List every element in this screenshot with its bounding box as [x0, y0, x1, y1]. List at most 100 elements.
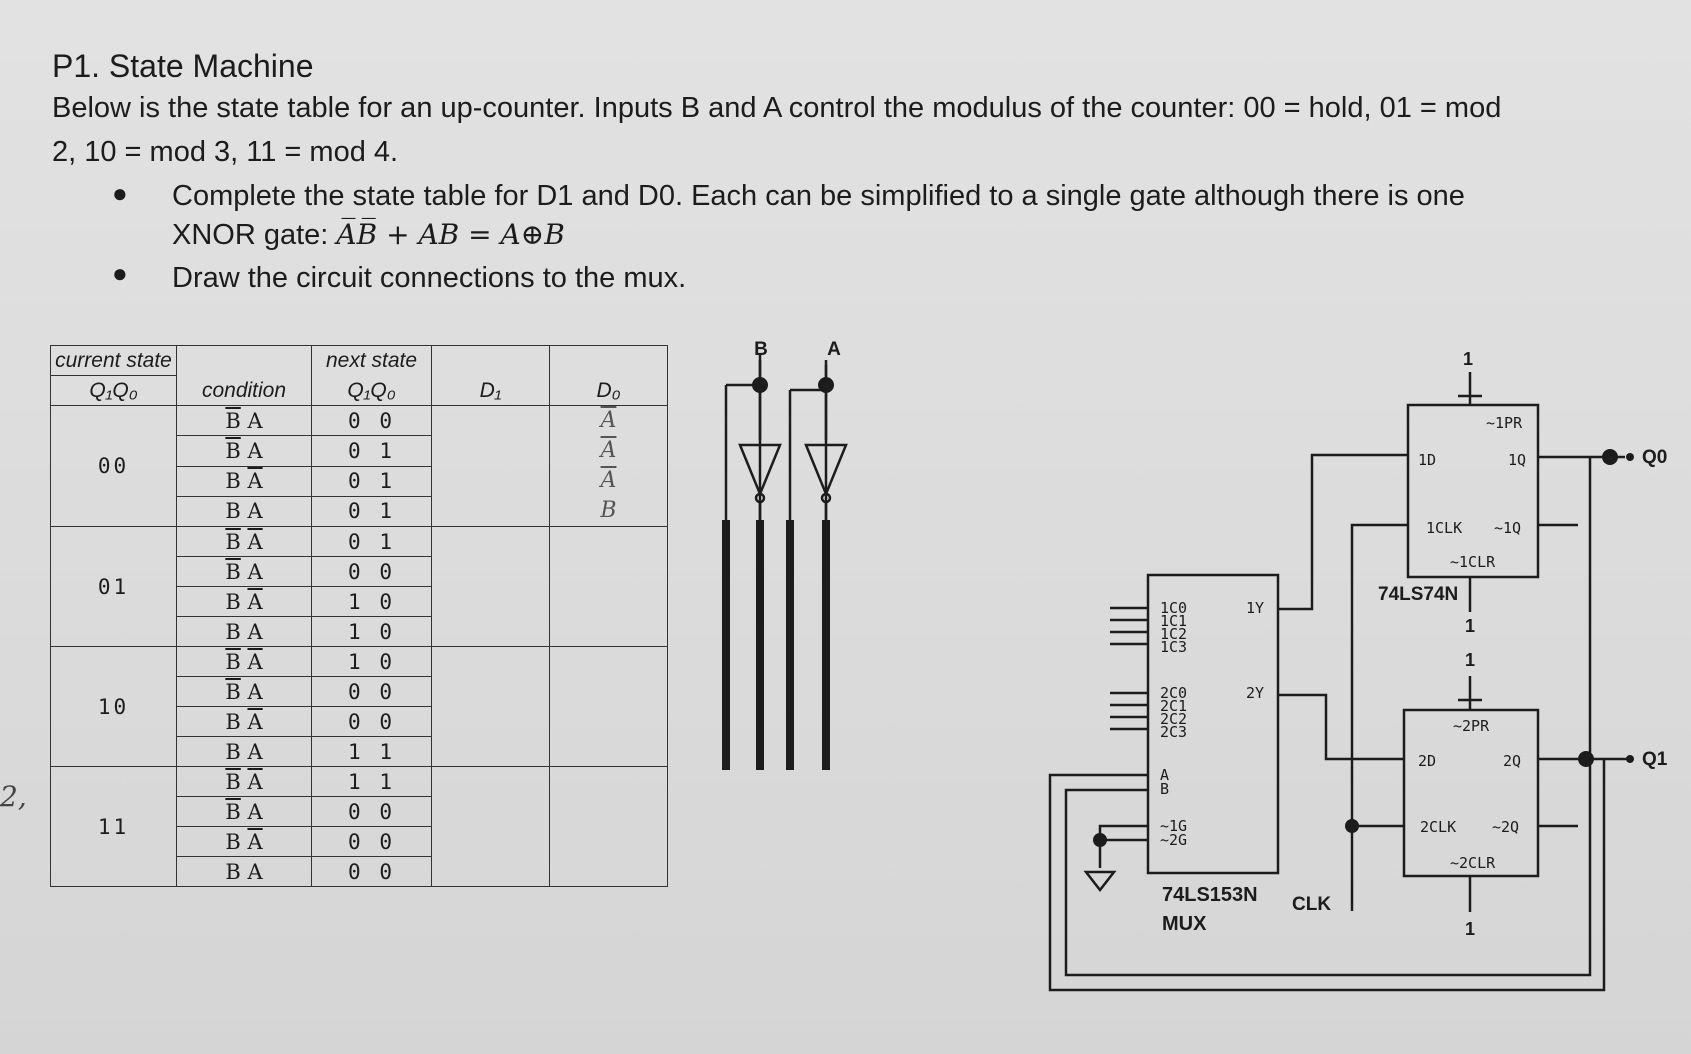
mux-chip — [1146, 573, 1280, 875]
next-state-cell: 1 0 — [311, 616, 432, 647]
clock-junction-icon — [1345, 819, 1359, 833]
condition-a: A — [247, 859, 263, 884]
condition-cell: B A — [176, 736, 312, 767]
inverter-a-icon — [804, 443, 848, 498]
input-b-label: B — [754, 339, 768, 360]
inverter-b-icon — [738, 443, 782, 498]
bullet-1-line2: XNOR gate: A̅B̅ + AB = A⊕B — [172, 218, 565, 252]
condition-b: B — [225, 709, 241, 734]
mux-pin-1c0: 1C0 — [1160, 599, 1187, 617]
condition-b: B — [225, 679, 241, 704]
condition-a: A — [247, 799, 263, 824]
wire-q0-feedback — [1064, 457, 1592, 977]
condition-b: B — [225, 859, 241, 884]
mux-pin-b: B — [1160, 780, 1169, 798]
mux-pin-1g: ~1G — [1160, 817, 1187, 835]
condition-cell: B A — [176, 586, 312, 617]
problem-description-line1: Below is the state table for an up-count… — [52, 92, 1502, 124]
condition-a: A — [247, 769, 263, 794]
condition-a: A — [247, 559, 263, 584]
q0-node-icon — [1602, 449, 1618, 465]
current-state-cell: 00 — [50, 405, 177, 527]
output-q0-label: Q0 — [1642, 447, 1667, 468]
d0-handwritten-entry: A — [600, 408, 617, 433]
current-state-cell: 11 — [50, 766, 177, 887]
bullet-2-text: Draw the circuit connections to the mux. — [172, 262, 687, 294]
condition-b: B — [225, 438, 241, 463]
condition-b: B — [225, 559, 241, 584]
ff2-clr: ~2CLR — [1450, 854, 1496, 872]
wire-enable-ground — [1098, 824, 1148, 868]
ff2-d: 2D — [1418, 752, 1436, 770]
condition-cell: B A — [176, 856, 312, 887]
wire-q1-feedback — [1048, 759, 1606, 992]
condition-cell: B A — [176, 465, 312, 497]
header-blank — [549, 345, 668, 376]
mux-pin-1y: 1Y — [1246, 599, 1264, 617]
condition-b: B — [225, 769, 241, 794]
mux-pin-1c1: 1C1 — [1160, 612, 1187, 630]
condition-b: B — [225, 739, 241, 764]
ff1-d: 1D — [1418, 451, 1436, 469]
state-table: current state next state Q₁Q₀ condition … — [50, 345, 668, 887]
header-next-bits: Q₁Q₀ — [311, 375, 432, 406]
condition-a: A — [247, 649, 263, 674]
ff1-clr-tie: 1 — [1465, 616, 1475, 636]
condition-b: B — [225, 619, 241, 644]
ff1-q: 1Q — [1508, 451, 1526, 469]
condition-cell: B A — [176, 526, 312, 557]
header-current-state: current state — [50, 345, 177, 376]
next-state-cell: 1 1 — [311, 766, 432, 797]
condition-b: B — [225, 469, 241, 494]
d0-handwritten-entry: B — [600, 498, 617, 523]
next-state-cell: 0 0 — [311, 826, 432, 857]
current-state-cell: 10 — [50, 646, 177, 767]
bullet-dot: ● — [112, 178, 128, 208]
ff2-clk: 2CLK — [1420, 818, 1456, 836]
condition-a: A — [247, 529, 263, 554]
condition-b: B — [225, 829, 241, 854]
condition-b: B — [225, 408, 241, 433]
d0-answer-cell[interactable] — [549, 766, 668, 887]
bullet-1-line2-prefix: XNOR gate: — [172, 219, 329, 251]
header-d1: D₁ — [431, 375, 550, 406]
clock-label: CLK — [1292, 894, 1331, 915]
wire-clk — [1350, 824, 1404, 911]
flipflop-part-label: 74LS74N — [1378, 584, 1458, 605]
condition-a: A — [247, 469, 263, 494]
next-state-cell: 0 1 — [311, 495, 432, 528]
d1-answer-cell[interactable] — [431, 405, 550, 527]
d1-answer-cell[interactable] — [431, 646, 550, 767]
condition-a: A — [247, 408, 263, 433]
d0-handwritten-entry: A — [600, 438, 617, 463]
input-a-label: A — [827, 339, 841, 360]
mux-pin-2y: 2Y — [1246, 684, 1264, 702]
condition-a: A — [247, 619, 263, 644]
mux-pin-2c1: 2C1 — [1160, 697, 1187, 715]
d0-answer-cell[interactable] — [549, 526, 668, 647]
ff2-pr-tie: 1 — [1465, 650, 1475, 670]
d1-answer-cell[interactable] — [431, 766, 550, 887]
d1-answer-cell[interactable] — [431, 526, 550, 647]
bullet-1-text: Complete the state table for D1 and D0. … — [172, 180, 1465, 212]
problem-description-line2: 2, 10 = mod 3, 11 = mod 4. — [52, 136, 399, 168]
wire-1y-to-1d — [1278, 453, 1408, 611]
d0-handwritten-entry: A — [600, 468, 617, 493]
mux-pin-a: A — [1160, 766, 1169, 784]
q1-node-icon — [1578, 751, 1594, 767]
condition-cell: B A — [176, 616, 312, 647]
ff2-clr-tie: 1 — [1465, 919, 1475, 939]
ff1-clr: ~1CLR — [1450, 553, 1496, 571]
condition-cell: B A — [176, 796, 312, 827]
condition-cell: B A — [176, 766, 312, 797]
mux-part-label: 74LS153N — [1162, 884, 1258, 906]
ground-icon — [1083, 870, 1117, 893]
xnor-formula: A̅B̅ + AB = A⊕B — [336, 218, 565, 251]
condition-a: A — [247, 589, 263, 614]
mux-pin-2c3: 2C3 — [1160, 723, 1187, 741]
ground-junction-icon — [1093, 833, 1107, 847]
output-q1-label: Q1 — [1642, 749, 1668, 770]
mux-pin-2g: ~2G — [1160, 831, 1187, 849]
header-blank — [431, 345, 550, 376]
